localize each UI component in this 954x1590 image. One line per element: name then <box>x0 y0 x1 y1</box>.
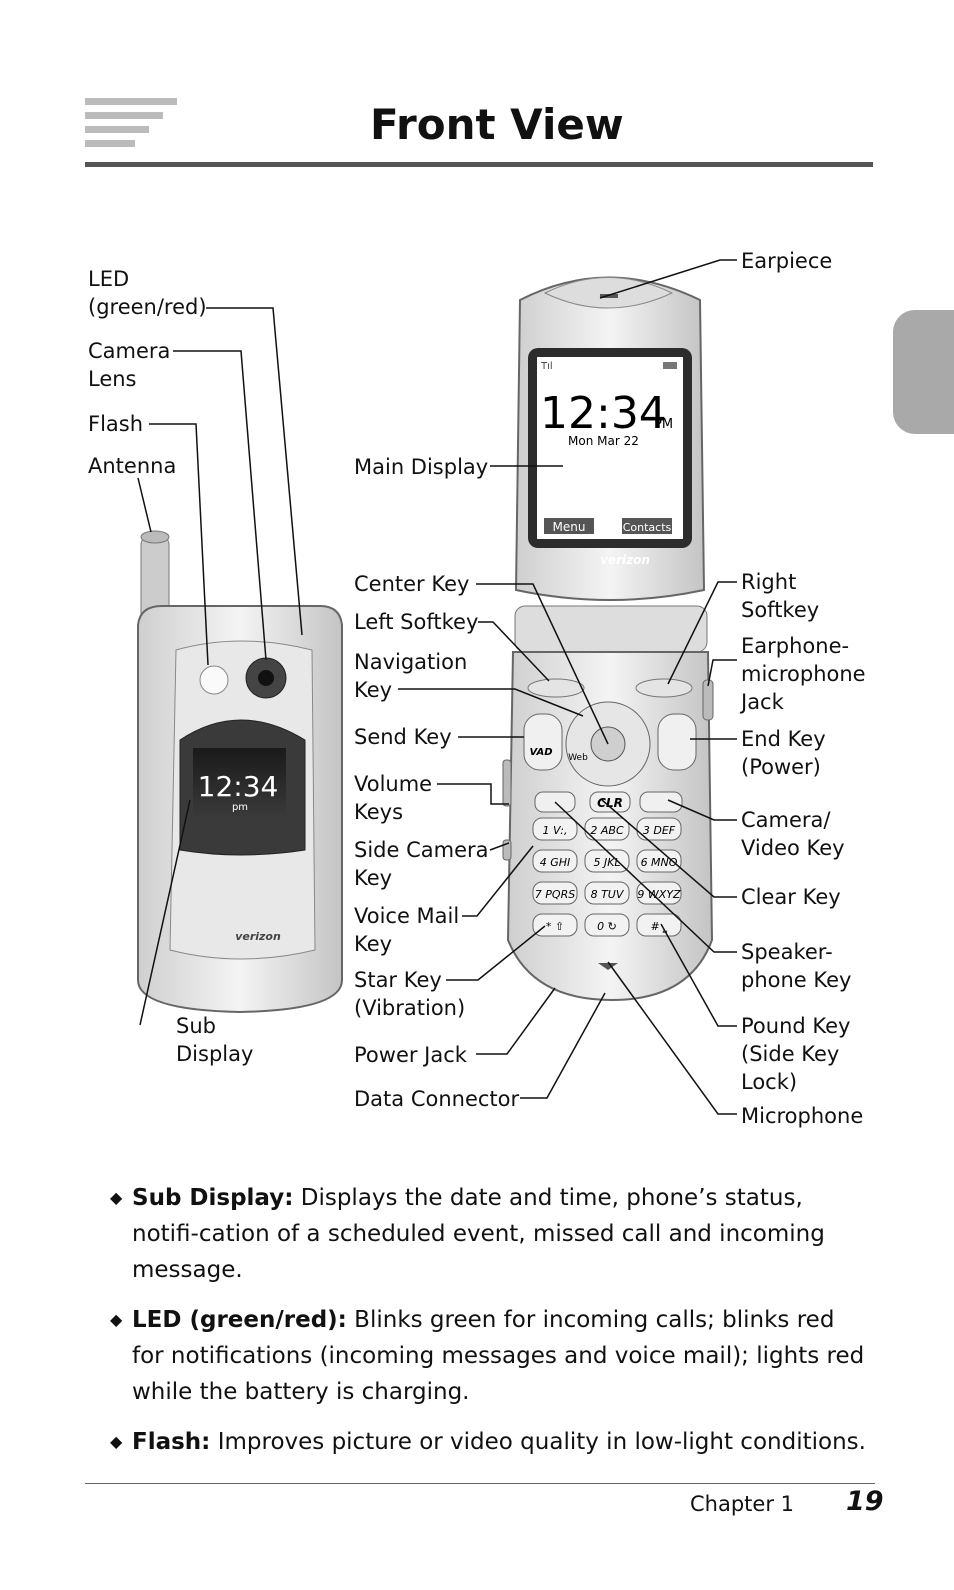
header-rule <box>85 162 873 167</box>
bullet-led: ◆LED (green/red): Blinks green for incom… <box>110 1302 870 1410</box>
keypad-key-label: 1 V:, <box>543 824 568 837</box>
sub-brand-logo: verizon <box>235 930 281 943</box>
page-number: 19 <box>846 1486 884 1517</box>
keypad-key <box>584 913 630 937</box>
closed-phone: 12:34 pm verizon <box>137 530 343 1014</box>
main-display-ampm: PM <box>654 417 673 432</box>
keypad-key-label: 3 DEF <box>643 824 676 837</box>
clear-key-label: Clear Key <box>741 885 841 909</box>
phone-diagram: 12:34 pm verizon Tıl 12:34 PM Mon Mar 22… <box>137 259 737 1115</box>
keypad-key <box>532 881 578 905</box>
center-key-label: Center Key <box>354 572 470 596</box>
led-label: LED(green/red) <box>88 267 207 319</box>
left-softkey-label: Left Softkey <box>354 610 479 634</box>
keypad-key <box>532 817 578 841</box>
camera-video-key-label: Camera/Video Key <box>741 808 845 860</box>
keypad-key <box>532 849 578 873</box>
star-key-label: Star Key(Vibration) <box>354 968 466 1020</box>
keypad-key-label: * ⇧ <box>546 920 564 933</box>
header-stripe <box>85 112 163 119</box>
main-display-time: 12:34 <box>540 388 667 439</box>
keypad-key <box>636 913 682 937</box>
chapter-tab <box>893 310 954 434</box>
bullet-flash: ◆Flash: Improves picture or video qualit… <box>110 1424 870 1460</box>
keypad-key-label: 5 JKL <box>593 856 620 869</box>
keypad-key <box>532 913 578 937</box>
menu-softkey-label: Menu <box>553 520 586 534</box>
earpiece-label: Earpiece <box>741 249 833 273</box>
keypad-key-label: 0 ↻ <box>597 920 617 933</box>
contacts-softkey-label: Contacts <box>623 521 672 534</box>
page-title: Front View <box>370 100 624 149</box>
keypad-key-label: 7 PQRS <box>535 888 575 901</box>
footer-rule <box>85 1483 875 1484</box>
header-stripe <box>85 98 177 105</box>
header-stripe <box>85 126 149 133</box>
feature-descriptions: ◆Sub Display: Displays the date and time… <box>110 1180 870 1474</box>
open-phone: Tıl 12:34 PM Mon Mar 22 Menu Contacts ve… <box>502 276 714 1002</box>
data-connector-label: Data Connector <box>354 1087 520 1111</box>
main-display-date: Mon Mar 22 <box>568 434 639 448</box>
keypad-key-label: 4 GHI <box>540 856 571 869</box>
send-key-label-callout: Send Key <box>354 725 452 749</box>
leader-lines <box>137 259 737 1115</box>
speakerphone-key-label: Speaker-phone Key <box>741 940 852 992</box>
keypad-key-label: 8 TUV <box>591 888 625 901</box>
clr-key-label: CLR <box>597 796 623 810</box>
brand-logo: verizon <box>600 553 650 567</box>
sub-display-time: 12:34 <box>198 770 279 803</box>
diamond-bullet-icon: ◆ <box>110 1310 123 1329</box>
web-key-label: Web <box>568 753 588 763</box>
diamond-bullet-icon: ◆ <box>110 1432 123 1451</box>
keypad-grid: 1 V:, 2 ABC 3 DEF 4 GHI 5 JKL 6 MNO 7 PQRS 8 TU… <box>532 817 682 937</box>
diamond-bullet-icon: ◆ <box>110 1188 123 1207</box>
keypad-key-label: 2 ABC <box>590 824 624 837</box>
microphone-label: Microphone <box>741 1104 864 1128</box>
keypad-key-label: 6 MNO <box>641 856 678 869</box>
header-stripe <box>85 140 135 147</box>
keypad-key <box>584 849 630 873</box>
keypad-key <box>584 817 630 841</box>
send-key-label: VAD <box>529 747 552 758</box>
keypad-key-label: 9 WXYZ <box>637 888 681 901</box>
keypad-key <box>584 881 630 905</box>
sub-display-ampm: pm <box>232 802 248 813</box>
end-key-label: End Key(Power) <box>741 727 826 779</box>
chapter-label: Chapter 1 <box>690 1492 794 1516</box>
power-jack-label: Power Jack <box>354 1043 467 1067</box>
keypad-key <box>636 881 682 905</box>
bullet-sub-display: ◆Sub Display: Displays the date and time… <box>110 1180 870 1288</box>
flash-label: Flash <box>88 412 144 436</box>
svg-text:Tıl: Tıl <box>540 361 553 372</box>
main-display-label: Main Display <box>354 455 489 479</box>
antenna-label: Antenna <box>88 454 177 478</box>
keypad-key <box>636 817 682 841</box>
